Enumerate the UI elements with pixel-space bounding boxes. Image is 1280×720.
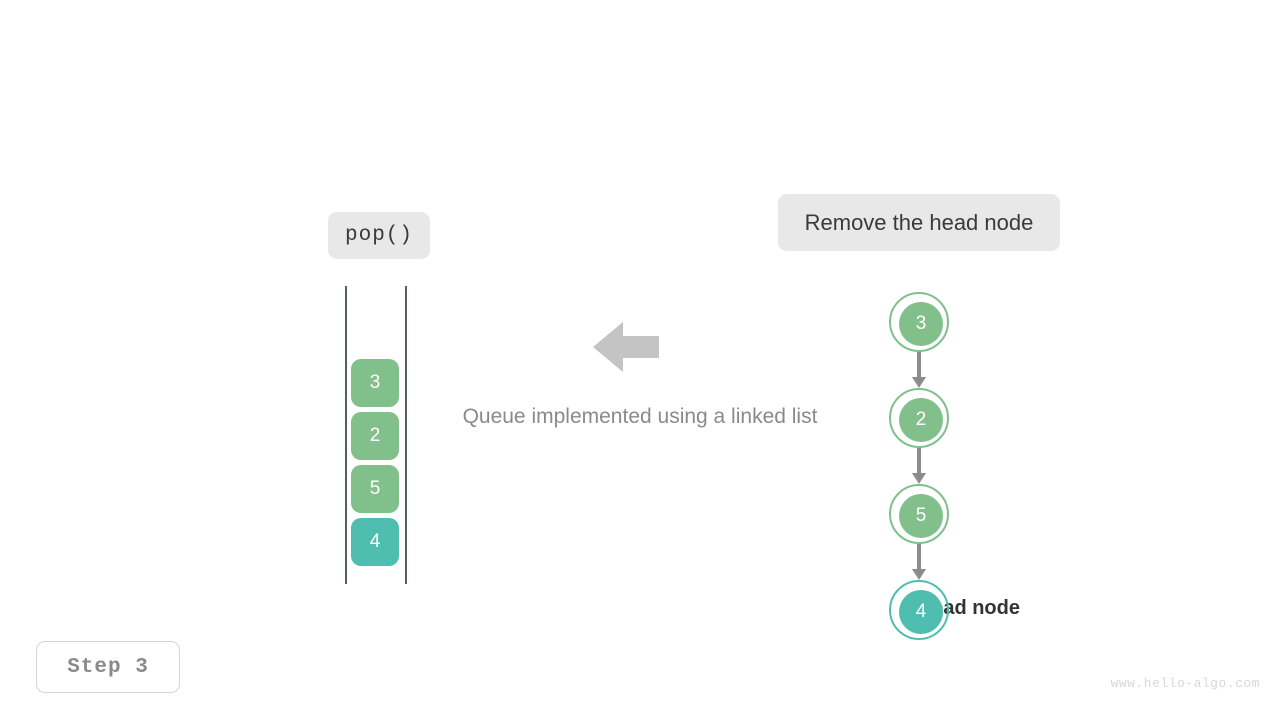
operation-label: pop() [328, 212, 430, 259]
linked-list-node-disc: 2 [899, 398, 943, 442]
queue-item: 5 [351, 465, 399, 513]
node-connector-arrowhead [912, 569, 926, 580]
node-connector-arrowhead [912, 473, 926, 484]
queue-item: 3 [351, 359, 399, 407]
linked-list-node: 5 [889, 484, 949, 544]
node-connector-line [917, 544, 921, 571]
linked-list-node-value: 2 [915, 409, 927, 430]
queue-item-value: 2 [369, 425, 381, 446]
linked-list-node-value: 4 [915, 601, 927, 622]
action-description-label: Remove the head node [778, 194, 1060, 251]
queue-array-container: 3 2 5 4 [344, 286, 410, 584]
queue-left-rail [345, 286, 347, 584]
linked-list-node-value: 5 [915, 505, 927, 526]
linked-list-node-disc: 5 [899, 494, 943, 538]
step-indicator: Step 3 [36, 641, 180, 693]
queue-item: 4 [351, 518, 399, 566]
linked-list-node-disc: 4 [899, 590, 943, 634]
linked-list-node-value: 3 [915, 313, 927, 334]
linked-list-node-disc: 3 [899, 302, 943, 346]
node-connector-line [917, 448, 921, 475]
linked-list-node: 2 [889, 388, 949, 448]
linked-list-node: 4 [889, 580, 949, 640]
linked-list-node: 3 [889, 292, 949, 352]
figure-caption: Queue implemented using a linked list [462, 405, 818, 428]
queue-right-rail [405, 286, 407, 584]
queue-item: 2 [351, 412, 399, 460]
node-connector-arrowhead [912, 377, 926, 388]
queue-item-stack: 3 2 5 4 [351, 359, 399, 566]
left-arrow-icon [593, 320, 659, 374]
queue-item-value: 4 [369, 531, 381, 552]
queue-item-value: 5 [369, 478, 381, 499]
watermark: www.hello-algo.com [1110, 676, 1260, 691]
queue-item-value: 3 [369, 372, 381, 393]
node-connector-line [917, 352, 921, 379]
